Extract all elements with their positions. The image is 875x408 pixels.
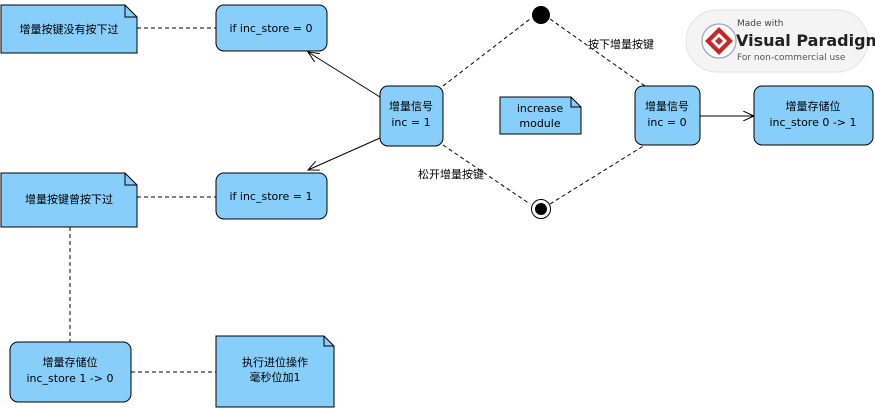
final-state <box>531 199 551 219</box>
state-inc0-line2: inc = 0 <box>647 116 686 129</box>
state-inc0-line1: 增量信号 <box>645 99 689 113</box>
visual-paradigm-logo-icon <box>701 23 737 59</box>
state-store-top-text: if inc_store = 0 <box>229 22 312 35</box>
note-module-line2: module <box>519 117 560 130</box>
note-carry[interactable]: 执行进位操作 毫秒位加1 <box>215 335 335 408</box>
state-register-top-line1: 增量存储位 <box>786 99 841 113</box>
transition-initial-to-inc0 <box>549 18 646 87</box>
initial-state <box>532 6 550 24</box>
release-button-label: 松开增量按键 <box>418 167 484 181</box>
state-store-top[interactable]: if inc_store = 0 <box>215 4 328 52</box>
note-not-pressed-text: 增量按键没有按下过 <box>20 22 119 36</box>
arrow-inc1-to-store-mid <box>308 137 381 170</box>
watermark-made-with: Made with <box>737 19 784 29</box>
state-inc1-line2: inc = 1 <box>391 116 430 129</box>
transition-inc1-to-final <box>442 144 531 205</box>
watermark-brand: Visual Paradigm <box>736 31 875 50</box>
note-not-pressed[interactable]: 增量按键没有按下过 <box>0 4 138 54</box>
state-inc1[interactable]: 增量信号 inc = 1 <box>379 85 444 147</box>
arrow-inc1-to-store-top <box>308 52 381 98</box>
note-carry-line2: 毫秒位加1 <box>250 370 301 384</box>
visual-paradigm-watermark: Made with Visual Paradigm For non-commer… <box>685 9 875 73</box>
state-store-mid[interactable]: if inc_store = 1 <box>215 172 328 220</box>
state-register-bottom-line2: inc_store 1 -> 0 <box>26 372 113 385</box>
press-button-label: 按下增量按键 <box>588 37 654 51</box>
transition-inc1-to-initial <box>442 18 531 87</box>
transition-final-to-inc0 <box>549 144 646 205</box>
watermark-sub: For non-commercial use <box>737 53 846 63</box>
note-pressed-text: 增量按键曾按下过 <box>25 192 113 206</box>
state-inc1-line1: 增量信号 <box>389 99 433 113</box>
state-register-top-line2: inc_store 0 -> 1 <box>769 116 856 129</box>
note-module-line1: increase <box>517 102 564 115</box>
note-carry-line1: 执行进位操作 <box>242 355 308 369</box>
state-register-bottom-line1: 增量存储位 <box>43 355 98 369</box>
connectors <box>69 18 754 373</box>
note-pressed[interactable]: 增量按键曾按下过 <box>0 172 138 228</box>
note-increase-module[interactable]: increase module <box>499 96 582 135</box>
state-inc0[interactable]: 增量信号 inc = 0 <box>634 85 701 146</box>
state-register-bottom[interactable]: 增量存储位 inc_store 1 -> 0 <box>9 341 132 403</box>
state-register-top[interactable]: 增量存储位 inc_store 0 -> 1 <box>753 85 874 146</box>
state-store-mid-text: if inc_store = 1 <box>229 190 312 203</box>
